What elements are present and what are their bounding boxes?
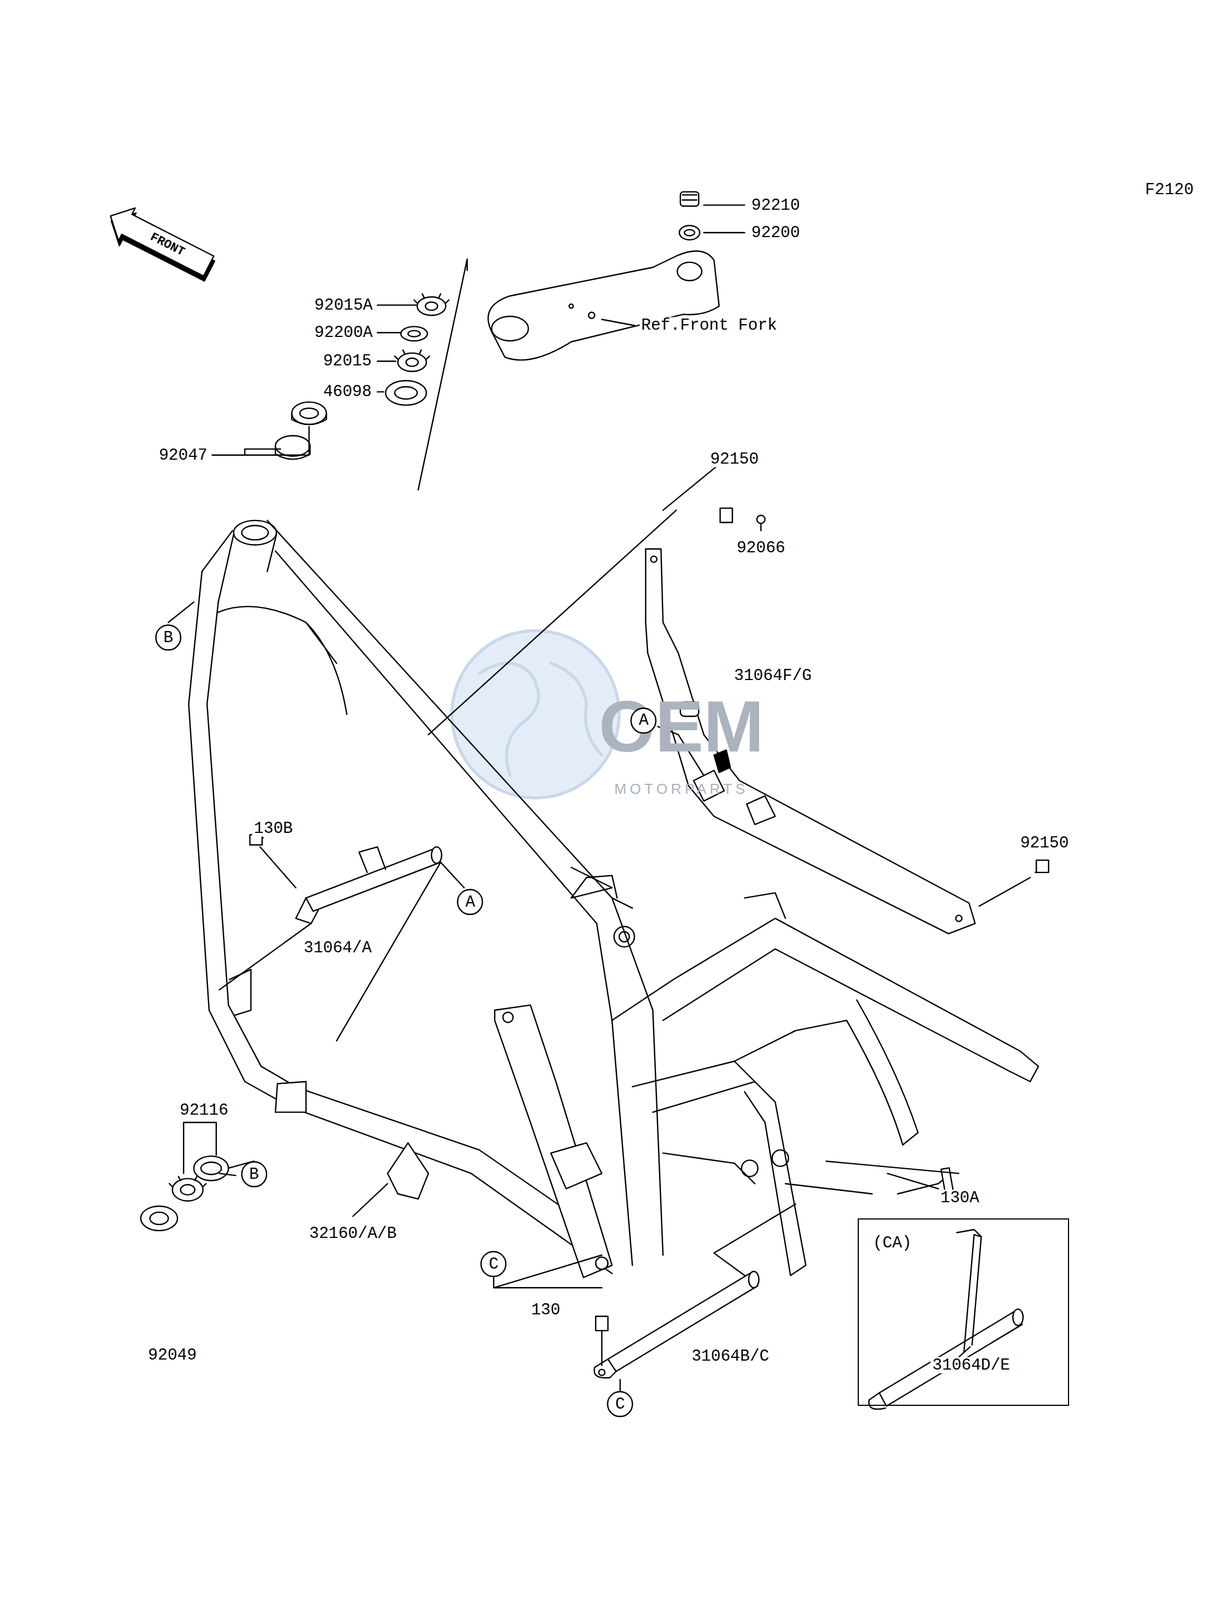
part-number: 92015 bbox=[321, 353, 374, 370]
watermark-globe bbox=[451, 630, 620, 798]
reference-letter: C bbox=[615, 1395, 625, 1412]
part-number: 92150 bbox=[708, 451, 761, 468]
reference-circle: B bbox=[155, 624, 182, 651]
leader-lines bbox=[353, 1160, 959, 1216]
part-number: 92066 bbox=[735, 539, 787, 557]
front-marker: FRONT bbox=[146, 230, 188, 260]
reference-circle: B bbox=[240, 1160, 268, 1188]
part-number: 92047 bbox=[157, 446, 210, 463]
part-number: 32160/A/B bbox=[307, 1225, 399, 1242]
watermark: OEM bbox=[597, 689, 766, 763]
inset-part bbox=[868, 1229, 1024, 1409]
variant-code: (CA) bbox=[871, 1234, 914, 1251]
part-number: 46098 bbox=[321, 383, 374, 400]
reference-note: Ref.Front Fork bbox=[639, 317, 780, 334]
part-number: 31064D/E bbox=[930, 1356, 1012, 1374]
removable-rail bbox=[428, 463, 1049, 934]
reference-letter: B bbox=[249, 1166, 259, 1183]
cross-member bbox=[219, 834, 464, 1041]
cross-member-lower bbox=[209, 1160, 955, 1392]
part-number: 31064/A bbox=[301, 939, 374, 956]
part-number: 92200 bbox=[749, 224, 802, 241]
watermark: MOTORPARTS bbox=[612, 781, 751, 796]
figure-code: F2120 bbox=[1143, 181, 1196, 198]
part-number: 92210 bbox=[749, 196, 802, 214]
part-number: 92200A bbox=[312, 324, 375, 341]
reference-circle: C bbox=[480, 1250, 507, 1278]
reference-circle: A bbox=[456, 888, 484, 916]
variant-panel: (CA) 31064D/E bbox=[857, 1217, 1070, 1406]
reference-letter: C bbox=[489, 1255, 499, 1273]
part-number: 31064F/G bbox=[732, 666, 814, 684]
part-number: 130A bbox=[938, 1189, 981, 1206]
lower-bearings bbox=[140, 601, 236, 1231]
main-frame bbox=[188, 520, 1039, 1278]
steering-parts bbox=[211, 191, 745, 490]
reference-letter: A bbox=[465, 893, 475, 910]
reference-letter: A bbox=[638, 712, 649, 729]
front-arrow bbox=[100, 199, 220, 288]
part-number: 130 bbox=[529, 1301, 562, 1318]
part-number: 92015A bbox=[312, 296, 375, 313]
reference-circle: C bbox=[606, 1390, 634, 1418]
part-number: 92150 bbox=[1018, 834, 1071, 851]
part-number: 92049 bbox=[146, 1346, 199, 1363]
part-number: 92116 bbox=[177, 1101, 230, 1118]
reference-circle: A bbox=[630, 707, 657, 734]
part-number: 31064B/C bbox=[689, 1347, 771, 1364]
part-number: 130B bbox=[252, 820, 295, 837]
reference-letter: B bbox=[163, 629, 173, 646]
watermark-globe-land bbox=[479, 663, 602, 776]
